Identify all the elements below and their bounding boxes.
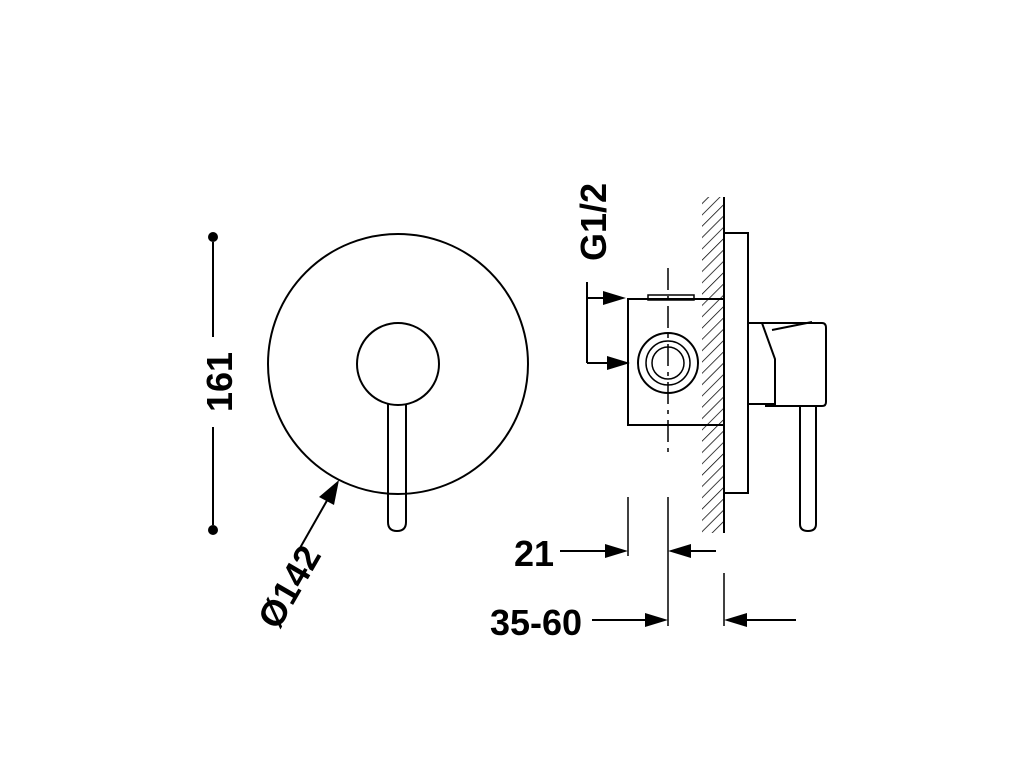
range-dimension (592, 613, 796, 627)
side-view: G1/2 21 35-60 (490, 183, 827, 643)
depth-arrowhead-right (668, 544, 691, 558)
dimension-endpoint-bottom (208, 525, 218, 535)
handle-top-edge (771, 321, 813, 331)
valve-top-inlet (647, 294, 695, 301)
range-arrowhead-right (724, 613, 747, 627)
handle-body-profile (762, 322, 827, 407)
height-label: 161 (199, 352, 240, 412)
thread-label: G1/2 (573, 183, 614, 261)
depth-dimension-21 (560, 544, 716, 558)
thread-dimension (586, 282, 630, 370)
escutcheon-side-profile (723, 232, 749, 494)
depth-arrowhead-left (605, 544, 628, 558)
valve-body (627, 298, 725, 426)
diameter-leader-line (299, 496, 330, 549)
wall-hatching (702, 197, 724, 533)
thread-arrowhead-top (603, 291, 626, 305)
diameter-arrowhead (319, 480, 339, 505)
handle-lever (387, 404, 407, 533)
depth-label: 21 (514, 533, 554, 574)
handle-base-profile (748, 322, 776, 405)
range-arrowhead-left (645, 613, 668, 627)
thread-arrowhead-bottom (607, 356, 630, 370)
dimension-endpoint-top (208, 232, 218, 242)
escutcheon-plate (267, 233, 529, 495)
handle-lever-side (799, 406, 817, 533)
diameter-label: Ø142 (249, 538, 329, 635)
front-view: 161 Ø142 (199, 232, 529, 635)
range-label: 35-60 (490, 602, 582, 643)
height-dimension: 161 (199, 232, 240, 535)
handle-hub (356, 322, 440, 406)
diameter-leader (299, 480, 339, 549)
